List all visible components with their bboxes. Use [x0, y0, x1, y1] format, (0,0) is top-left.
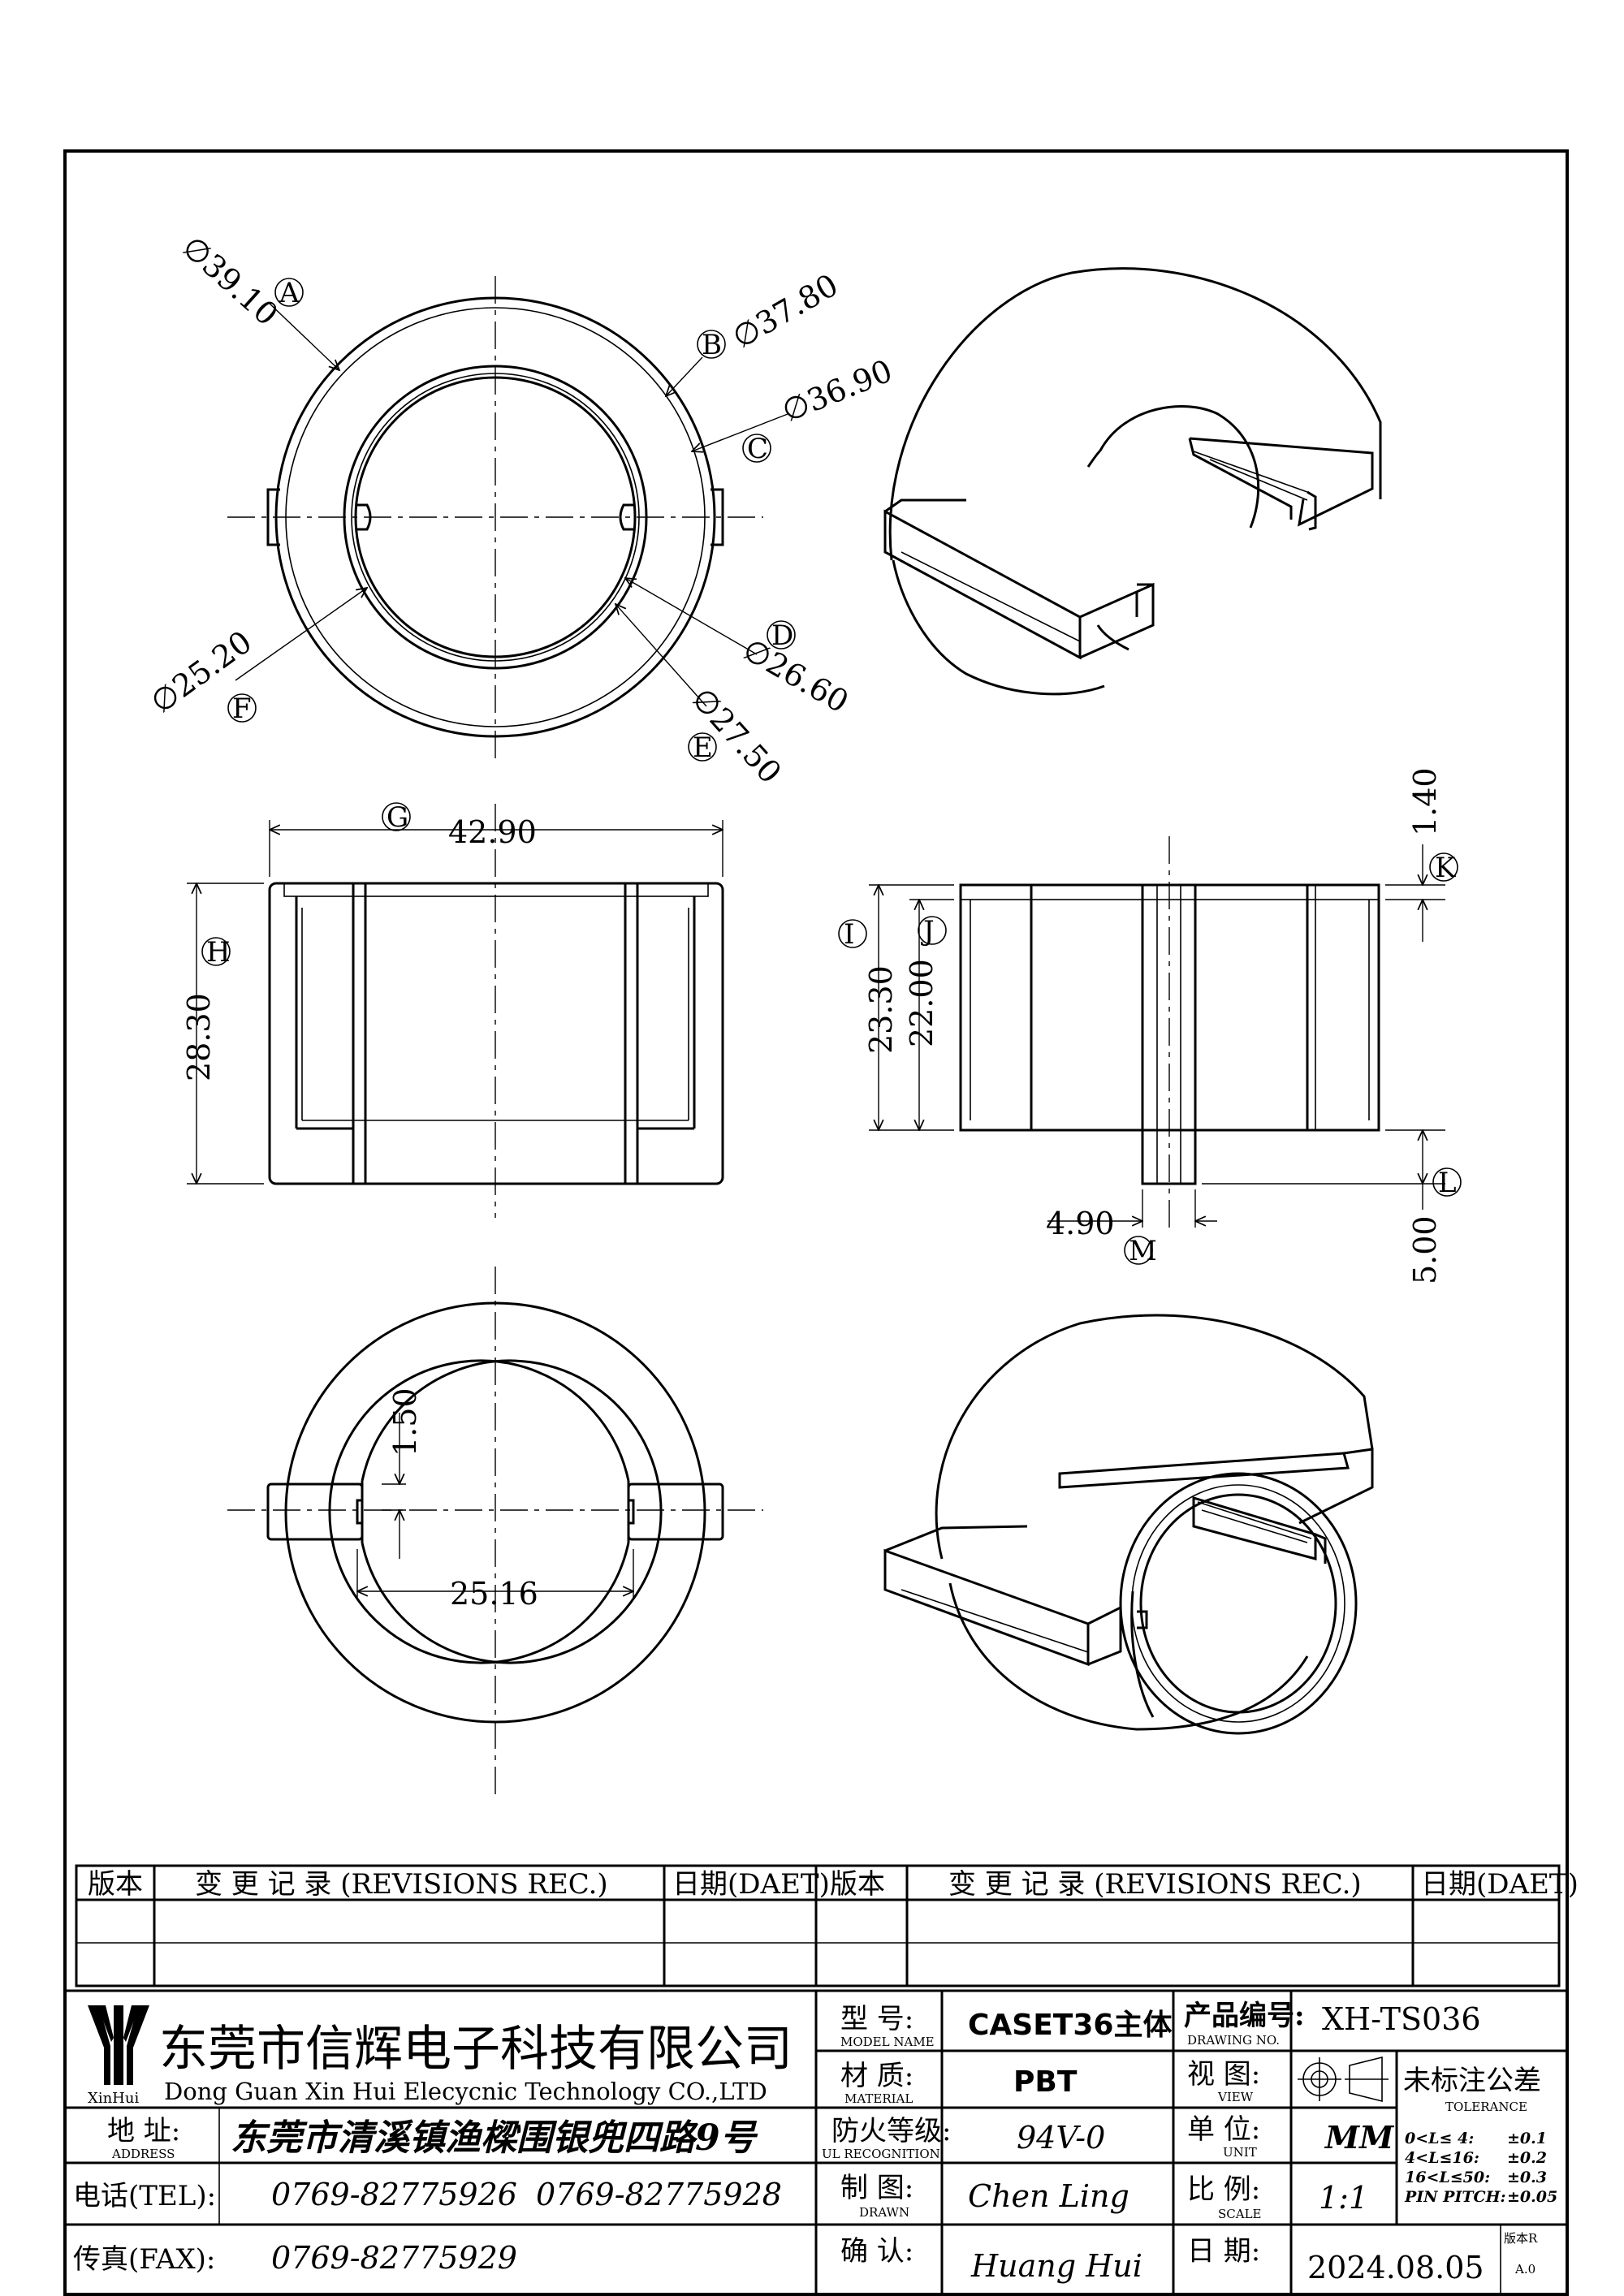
dim-m-letter: M: [1129, 1235, 1157, 1267]
logo-text: XinHui: [88, 2090, 139, 2107]
slot-depth-value: 1.50: [387, 1388, 423, 1457]
dim-k-letter: K: [1435, 852, 1456, 884]
rev-header-record-2: 变 更 记 录 (REVISIONS REC.): [948, 1868, 1362, 1901]
company-name-en: Dong Guan Xin Hui Elecycnic Technology C…: [164, 2078, 767, 2105]
address-value: 东莞市清溪镇渔樑围银兜四路9号: [231, 2117, 758, 2159]
revision-table: 版本 变 更 记 录 (REVISIONS REC.) 日期(DAET) 版本 …: [75, 1864, 1579, 1987]
view-label: 视 图:: [1187, 2058, 1260, 2091]
date-label: 日 期:: [1187, 2235, 1260, 2268]
tol-range: 16<L≤50:: [1405, 2169, 1490, 2186]
dim-c-letter: C: [747, 433, 768, 465]
tolerance-en: TOLERANCE: [1445, 2100, 1527, 2114]
company-name-cn: 东莞市信辉电子科技有限公司: [159, 2021, 793, 2078]
dim-d-value: ∅26.60: [737, 632, 855, 720]
tol-value: ±0.3: [1507, 2169, 1547, 2186]
title-block: XinHui 东莞市信辉电子科技有限公司 Dong Guan Xin Hui E…: [63, 1989, 1569, 2296]
confirm-label: 确 认:: [840, 2235, 914, 2268]
tol-range: PIN PITCH:: [1404, 2188, 1506, 2206]
dim-c-value: ∅36.90: [777, 352, 897, 429]
tol-range: 4<L≤16:: [1405, 2149, 1479, 2167]
model-value: CASET36主体: [968, 2009, 1172, 2042]
material-label-en: MATERIAL: [844, 2091, 913, 2106]
dim-i-value: 23.30: [863, 965, 899, 1054]
drawing-no-value: XH-TS036: [1322, 2001, 1481, 2037]
scale-label: 比 例:: [1187, 2173, 1260, 2206]
dim-e-letter: E: [693, 732, 713, 764]
dim-k-value: 1.40: [1407, 767, 1443, 836]
material-value: PBT: [1013, 2065, 1078, 2099]
ul-value: 94V-0: [1017, 2120, 1105, 2156]
fax-label: 传真(FAX):: [73, 2243, 215, 2276]
tel-2: 0769-82775928: [536, 2177, 782, 2212]
iso-view-upper: [883, 267, 1382, 696]
tolerance-title: 未标注公差: [1403, 2065, 1541, 2097]
tol-range: 0<L≤ 4:: [1405, 2130, 1474, 2147]
version-label: 版本R: [1504, 2231, 1538, 2246]
tol-value: ±0.05: [1507, 2188, 1557, 2206]
dim-a-letter: A: [279, 277, 300, 309]
version-value: A.0: [1514, 2262, 1535, 2277]
drawn-label-en: DRAWN: [859, 2205, 909, 2220]
date-value: 2024.08.05: [1307, 2250, 1484, 2285]
drawn-label: 制 图:: [840, 2172, 914, 2204]
tel-1: 0769-82775926: [271, 2177, 517, 2212]
scale-label-en: SCALE: [1218, 2207, 1262, 2221]
top-view: [227, 276, 763, 763]
dim-h-letter: H: [206, 936, 231, 969]
top-view-dimensions: ∅39.10 A B ∅37.80 ∅36.90 C D ∅26.60 ∅27.…: [144, 229, 897, 790]
bottom-view: [227, 1267, 763, 1794]
unit-label: 单 位:: [1187, 2113, 1260, 2146]
iso-view-lower: [883, 1314, 1374, 1735]
unit-value: MM: [1324, 2119, 1394, 2156]
dim-a-value: ∅39.10: [175, 229, 285, 333]
rev-header-version-2: 版本: [830, 1868, 885, 1901]
rev-header-record: 变 更 记 录 (REVISIONS REC.): [195, 1868, 608, 1901]
rev-header-version: 版本: [88, 1868, 143, 1901]
scale-value: 1:1: [1319, 2180, 1368, 2216]
fax-value: 0769-82775929: [271, 2240, 517, 2276]
view-label-en: VIEW: [1217, 2090, 1254, 2104]
side-view: [959, 836, 1380, 1234]
tol-value: ±0.1: [1507, 2130, 1547, 2147]
dim-d-letter: D: [771, 619, 793, 652]
dim-g-value: 42.90: [448, 814, 537, 850]
dim-i-letter: I: [844, 918, 854, 951]
company-logo: [88, 2005, 149, 2085]
rev-header-date: 日期(DAET): [672, 1868, 830, 1901]
projection-symbol-icon: [1298, 2056, 1389, 2103]
rev-header-date-2: 日期(DAET): [1421, 1868, 1579, 1901]
address-label-en: ADDRESS: [111, 2147, 175, 2161]
address-label: 地 址:: [107, 2115, 180, 2147]
front-view-dimensions: 42.90 G 28.30 H: [181, 801, 723, 1184]
dim-b-value: ∅37.80: [727, 267, 844, 356]
tolerance-rows: 0<L≤ 4: ±0.1 4<L≤16: ±0.2 16<L≤50: ±0.3 …: [1404, 2130, 1557, 2206]
side-view-dimensions: 23.30 I 22.00 J 1.40 K 5.00 L 4.90 M: [838, 767, 1462, 1284]
dim-g-letter: G: [387, 801, 408, 834]
bottom-view-dimensions: 1.50 25.16: [357, 1388, 633, 1612]
ul-label: 防火等级:: [831, 2115, 951, 2147]
dim-j-value: 22.00: [904, 959, 939, 1047]
drawing-no-label-en: DRAWING NO.: [1187, 2033, 1280, 2048]
material-label: 材 质:: [840, 2060, 914, 2092]
unit-label-en: UNIT: [1223, 2145, 1257, 2160]
dim-b-letter: B: [702, 329, 722, 361]
ul-label-en: UL RECOGNITION: [822, 2147, 940, 2161]
drawn-value: Chen Ling: [968, 2178, 1129, 2214]
dim-l-letter: L: [1438, 1167, 1457, 1199]
dim-f-letter: F: [232, 693, 252, 725]
drawing-no-label: 产品编号:: [1184, 2000, 1305, 2032]
confirm-value: Huang Hui: [970, 2248, 1142, 2284]
model-label: 型 号:: [840, 2003, 914, 2035]
dim-h-value: 28.30: [181, 993, 217, 1081]
front-view: [268, 804, 724, 1218]
tol-value: ±0.2: [1507, 2149, 1547, 2167]
dim-l-value: 5.00: [1407, 1215, 1443, 1284]
dim-j-letter: J: [921, 915, 935, 947]
model-label-en: MODEL NAME: [840, 2035, 935, 2049]
slot-span-value: 25.16: [450, 1576, 538, 1612]
tel-label: 电话(TEL):: [73, 2180, 216, 2212]
dim-m-value: 4.90: [1046, 1206, 1115, 1241]
